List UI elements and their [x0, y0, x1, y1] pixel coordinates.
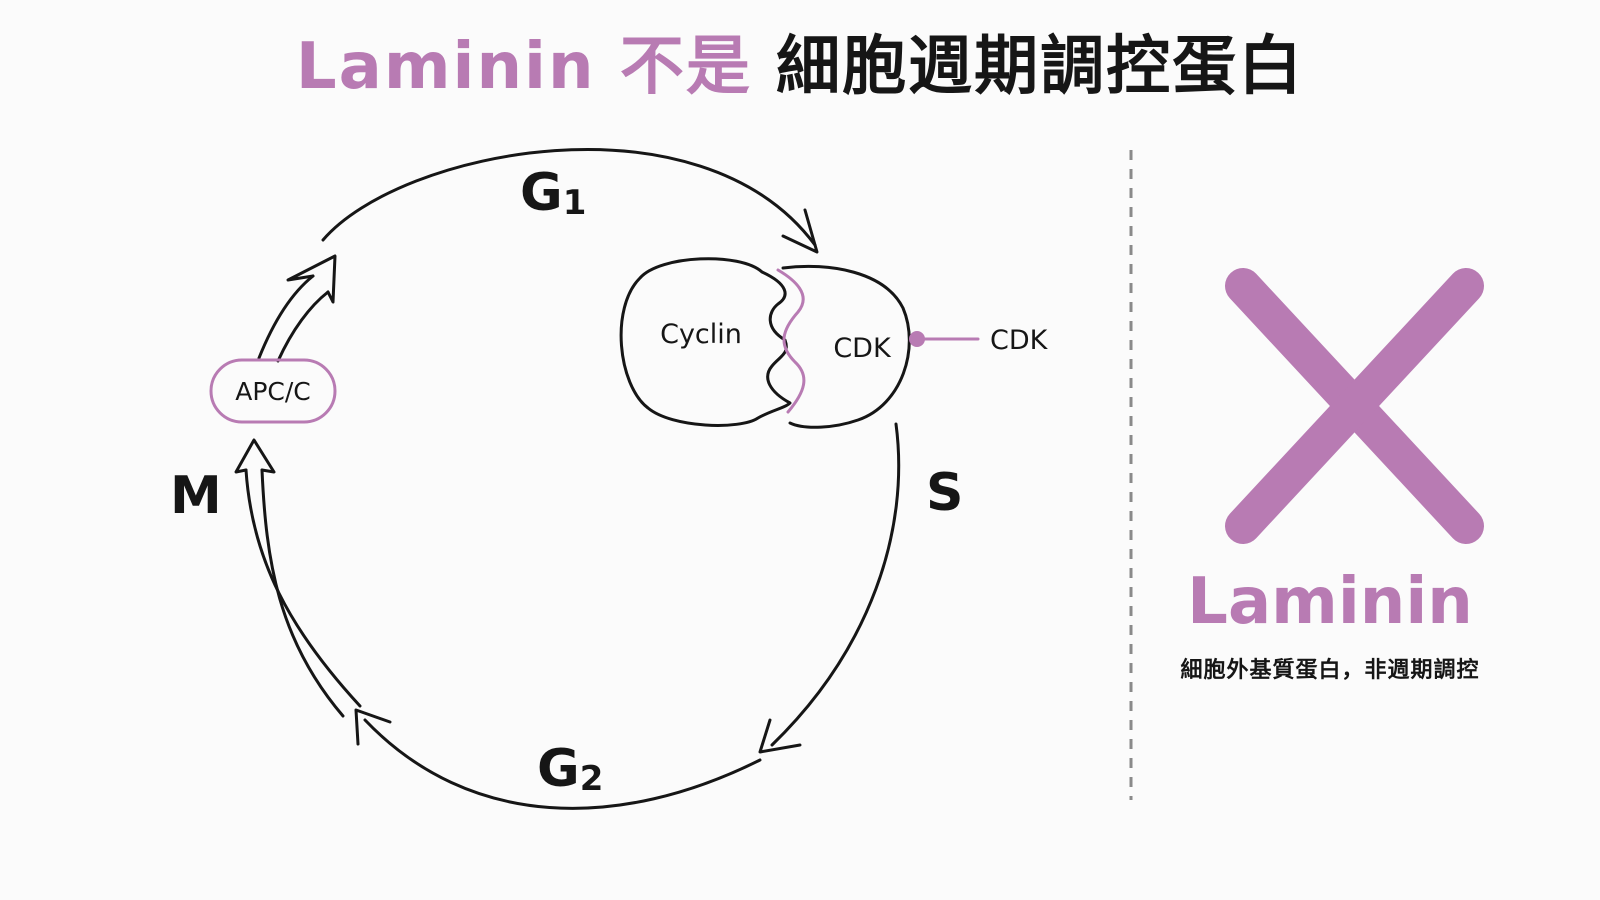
m-arrow-inner	[260, 468, 345, 718]
laminin-note: 細胞外基質蛋白，非週期調控	[1180, 658, 1480, 683]
laminin-label: Laminin	[1187, 565, 1473, 639]
cyclin-shape	[619, 257, 792, 427]
apc-arrow-inner	[276, 290, 330, 363]
phase-g1: G1	[520, 163, 586, 223]
title-highlight: Laminin 不是	[295, 30, 752, 104]
phase-g2: G2	[537, 739, 603, 799]
cyclin-label: Cyclin	[660, 319, 742, 350]
cdk-shape	[781, 264, 911, 429]
phase-m: M	[170, 466, 222, 526]
title-rest: 細胞週期調控蛋白	[751, 30, 1305, 104]
g1-arc	[321, 148, 817, 247]
g1-arrowhead	[781, 208, 819, 254]
apc-label: APC/C	[235, 377, 311, 406]
g2-arrowhead	[354, 708, 392, 746]
cdk-binding-edge	[776, 268, 806, 414]
apc-arrowhead	[286, 254, 337, 304]
s-arc	[770, 422, 901, 747]
page-title: Laminin 不是 細胞週期調控蛋白	[0, 22, 1600, 112]
apc-arrow-outer	[257, 274, 315, 360]
cdk-callout-label: CDK	[990, 325, 1049, 356]
m-arrowhead	[234, 438, 276, 474]
phase-s: S	[926, 463, 963, 523]
apc-pill	[209, 358, 337, 424]
s-arrowhead	[758, 718, 802, 754]
g2-arc	[363, 718, 762, 810]
cdk-inner-label: CDK	[833, 333, 892, 364]
cross-icon	[1225, 268, 1484, 544]
